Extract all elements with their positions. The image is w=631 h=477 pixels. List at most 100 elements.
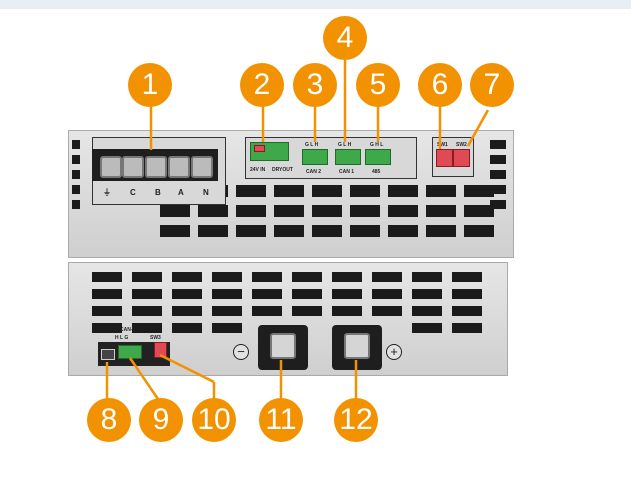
vent-slot (490, 185, 506, 194)
vent-slot (372, 289, 402, 299)
can1-label: CAN 1 (339, 169, 355, 175)
vent-slot (350, 225, 380, 237)
rs485-connector (365, 149, 391, 165)
vent-slot (372, 306, 402, 316)
can2-pins-label: G L H (305, 142, 319, 148)
callout-2: 2 (240, 63, 284, 107)
vent-slot (132, 272, 162, 282)
vent-slot (160, 205, 190, 217)
rs485-label: 485 (372, 169, 381, 175)
vent-slot (388, 225, 418, 237)
vent-slot (252, 272, 282, 282)
vent-slot (332, 289, 362, 299)
callout-12: 12 (334, 398, 378, 442)
vent-slot (274, 185, 304, 197)
vent-slot (72, 170, 80, 179)
rs485-pins-label: G H L (370, 142, 384, 148)
vent-slot (92, 272, 122, 282)
vent-slot (252, 289, 282, 299)
vent-slot (490, 140, 506, 149)
vent-slot (464, 205, 494, 217)
vent-slot (172, 289, 202, 299)
vent-slot (350, 205, 380, 217)
callout-3: 3 (293, 63, 337, 107)
vent-slot (332, 306, 362, 316)
sw1-label: SW1 (437, 142, 448, 148)
vent-slot (292, 289, 322, 299)
vent-slot (312, 225, 342, 237)
positive-symbol: + (386, 344, 402, 360)
vent-slot (490, 170, 506, 179)
vent-slot (72, 155, 80, 164)
c-label: C (130, 188, 136, 197)
callout-5: 5 (356, 63, 400, 107)
vent-slot (236, 225, 266, 237)
n-label: N (203, 188, 209, 197)
top-band (0, 0, 631, 9)
a-label: A (178, 188, 184, 197)
vent-slot (132, 306, 162, 316)
vent-slot (172, 272, 202, 282)
vent-slot (426, 185, 456, 197)
vent-slot (412, 323, 442, 333)
vent-slot (72, 200, 80, 209)
vent-slot (92, 289, 122, 299)
vent-slot (212, 306, 242, 316)
vent-slot (412, 306, 442, 316)
can1-pins-label: G L H (338, 142, 352, 148)
dryout-label: DRYOUT (272, 167, 293, 173)
vent-slot (426, 225, 456, 237)
vent-slot (426, 205, 456, 217)
terminal-screw (191, 156, 213, 178)
terminal-screw (145, 156, 167, 178)
vent-slot (412, 272, 442, 282)
vent-slot (490, 155, 506, 164)
vent-slot (312, 205, 342, 217)
vent-slot (452, 272, 482, 282)
vent-slot (172, 323, 202, 333)
callout-10: 10 (192, 398, 236, 442)
can2-connector (302, 149, 328, 165)
callout-11: 11 (259, 398, 303, 442)
dc-positive-screw (344, 333, 370, 359)
24v-in-label: 24V IN (250, 167, 266, 173)
sw2-dip-switch[interactable] (453, 149, 470, 167)
vent-slot (292, 306, 322, 316)
vent-slot (212, 272, 242, 282)
callout-1: 1 (128, 63, 172, 107)
callout-6: 6 (418, 63, 462, 107)
callout-8: 8 (87, 398, 131, 442)
dry-switch (254, 145, 265, 152)
sw3-dip-switch[interactable] (154, 342, 167, 358)
vent-slot (388, 185, 418, 197)
vent-slot (212, 289, 242, 299)
vent-slot (212, 323, 242, 333)
vent-slot (452, 289, 482, 299)
terminal-screw (168, 156, 190, 178)
terminal-screw (100, 156, 122, 178)
dc-negative-screw (270, 333, 296, 359)
vent-slot (452, 306, 482, 316)
vent-slot (452, 323, 482, 333)
vent-slot (292, 272, 322, 282)
can3-pins-label: H L G (115, 335, 129, 341)
sw1-dip-switch[interactable] (436, 149, 453, 167)
vent-slot (312, 185, 342, 197)
can1-connector (335, 149, 361, 165)
vent-slot (464, 225, 494, 237)
vent-slot (388, 205, 418, 217)
vent-slot (92, 306, 122, 316)
vent-slot (160, 225, 190, 237)
b-label: B (155, 188, 161, 197)
callout-9: 9 (139, 398, 183, 442)
vent-slot (350, 185, 380, 197)
terminal-screw (122, 156, 144, 178)
ground-label: ⏚ (103, 188, 111, 197)
vent-slot (72, 140, 80, 149)
vent-slot (274, 225, 304, 237)
vent-slot (412, 289, 442, 299)
vent-slot (274, 205, 304, 217)
sw3-label: SW3 (150, 335, 161, 341)
vent-slot (92, 323, 122, 333)
vent-slot (490, 200, 506, 209)
